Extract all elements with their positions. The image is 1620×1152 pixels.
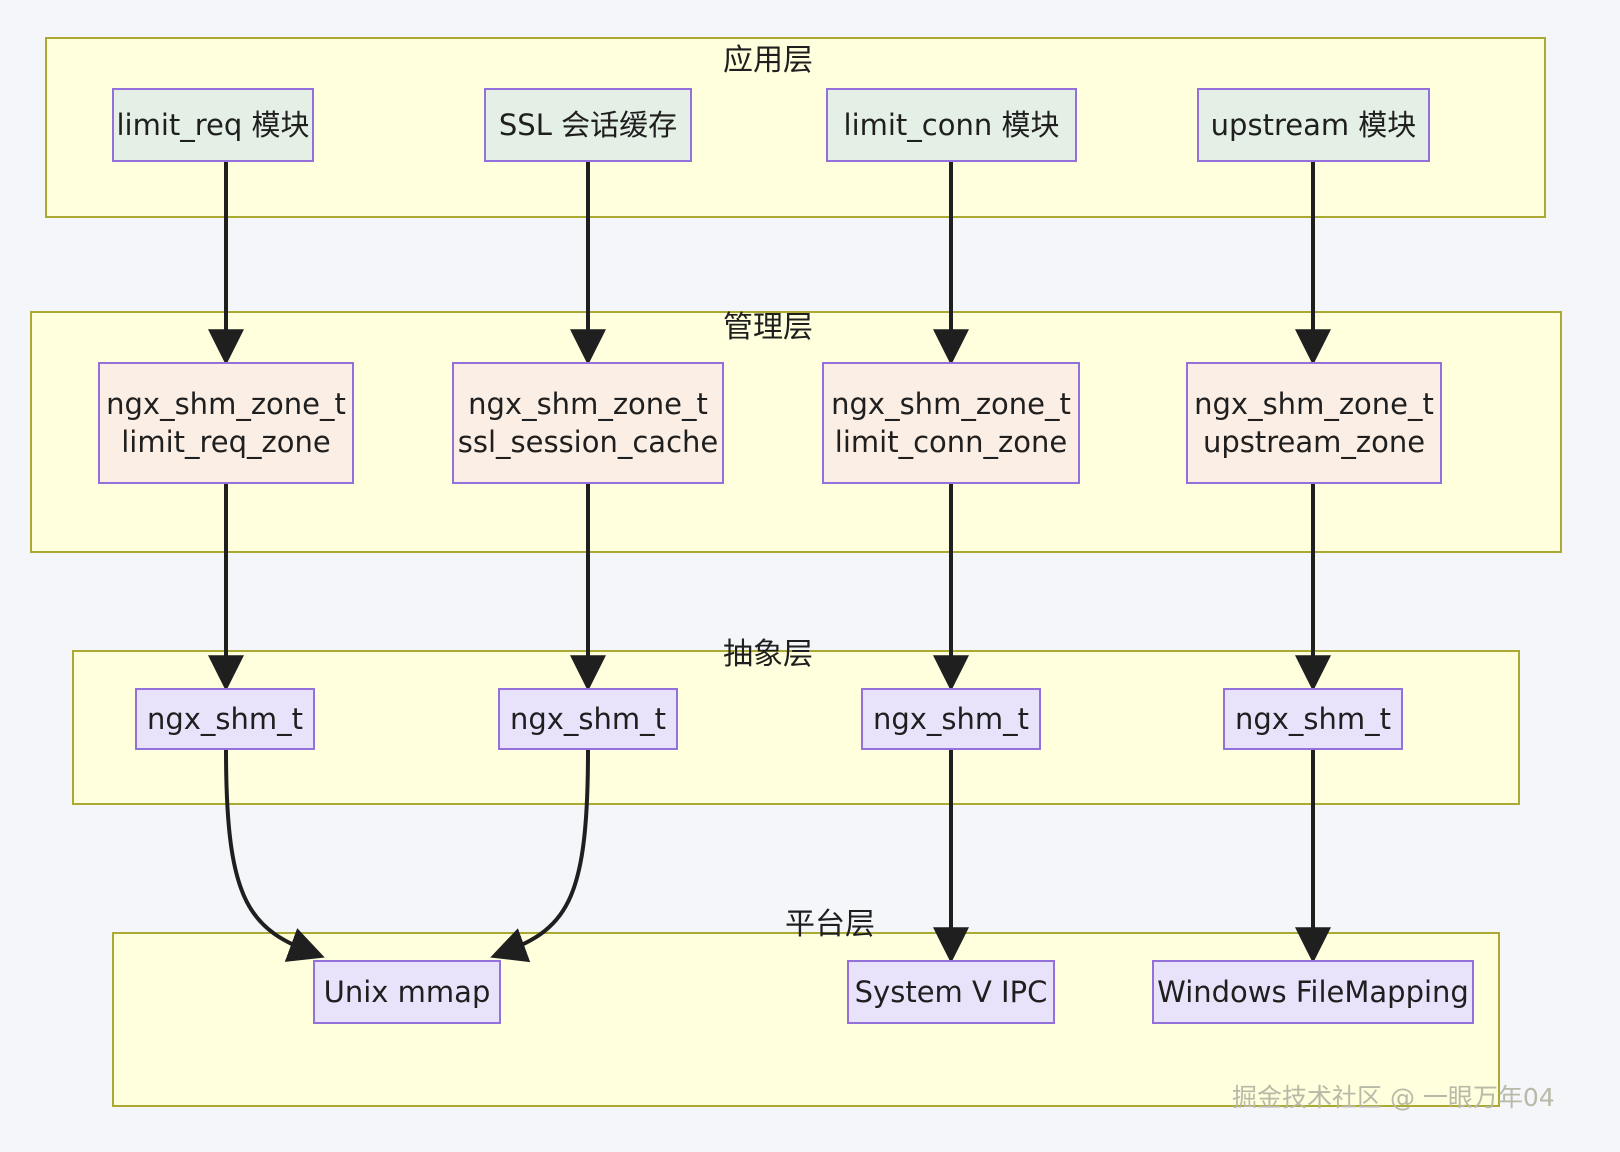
node-shm-t-2[interactable]: ngx_shm_t [498,688,678,750]
node-ssl-session-cache[interactable]: SSL 会话缓存 [484,88,692,162]
node-shm-zone-limit-req[interactable]: ngx_shm_zone_t limit_req_zone [98,362,354,484]
node-label-primary: ngx_shm_t [146,701,304,736]
management-label: 管理层 [723,310,813,345]
node-label-primary: SSL 会话缓存 [498,107,678,142]
node-system-v-ipc[interactable]: System V IPC [847,960,1055,1024]
node-label-secondary: ssl_session_cache [457,425,719,459]
node-limit-req-module[interactable]: limit_req 模块 [112,88,314,162]
node-upstream-module[interactable]: upstream 模块 [1197,88,1430,162]
node-label-primary: Windows FileMapping [1157,974,1469,1009]
node-label-primary: limit_conn 模块 [843,107,1060,142]
node-unix-mmap[interactable]: Unix mmap [313,960,501,1024]
node-label-primary: ngx_shm_zone_t [831,386,1071,421]
node-label-secondary: limit_req_zone [121,425,331,459]
abstraction-label: 抽象层 [723,637,813,672]
watermark: 掘金技术社区 @ 一眼万年04 [1232,1083,1555,1112]
node-label-primary: ngx_shm_t [1234,701,1392,736]
application-label: 应用层 [723,43,813,78]
node-label-primary: limit_req 模块 [116,107,310,142]
node-shm-t-4[interactable]: ngx_shm_t [1223,688,1403,750]
node-label-secondary: limit_conn_zone [834,425,1068,459]
node-shm-zone-limit-conn[interactable]: ngx_shm_zone_t limit_conn_zone [822,362,1080,484]
node-label-secondary: upstream_zone [1202,425,1426,459]
node-label-primary: System V IPC [854,974,1048,1009]
node-label-primary: ngx_shm_zone_t [468,386,708,421]
node-shm-t-1[interactable]: ngx_shm_t [135,688,315,750]
platform-label: 平台层 [785,907,875,942]
node-label-primary: ngx_shm_zone_t [1194,386,1434,421]
node-label-primary: upstream 模块 [1210,107,1417,142]
node-label-primary: ngx_shm_t [872,701,1030,736]
node-windows-filemapping[interactable]: Windows FileMapping [1152,960,1474,1024]
node-limit-conn-module[interactable]: limit_conn 模块 [826,88,1077,162]
node-shm-zone-ssl-session[interactable]: ngx_shm_zone_t ssl_session_cache [452,362,724,484]
node-shm-t-3[interactable]: ngx_shm_t [861,688,1041,750]
node-label-primary: ngx_shm_zone_t [106,386,346,421]
node-label-primary: Unix mmap [323,974,491,1009]
node-label-primary: ngx_shm_t [509,701,667,736]
node-shm-zone-upstream[interactable]: ngx_shm_zone_t upstream_zone [1186,362,1442,484]
